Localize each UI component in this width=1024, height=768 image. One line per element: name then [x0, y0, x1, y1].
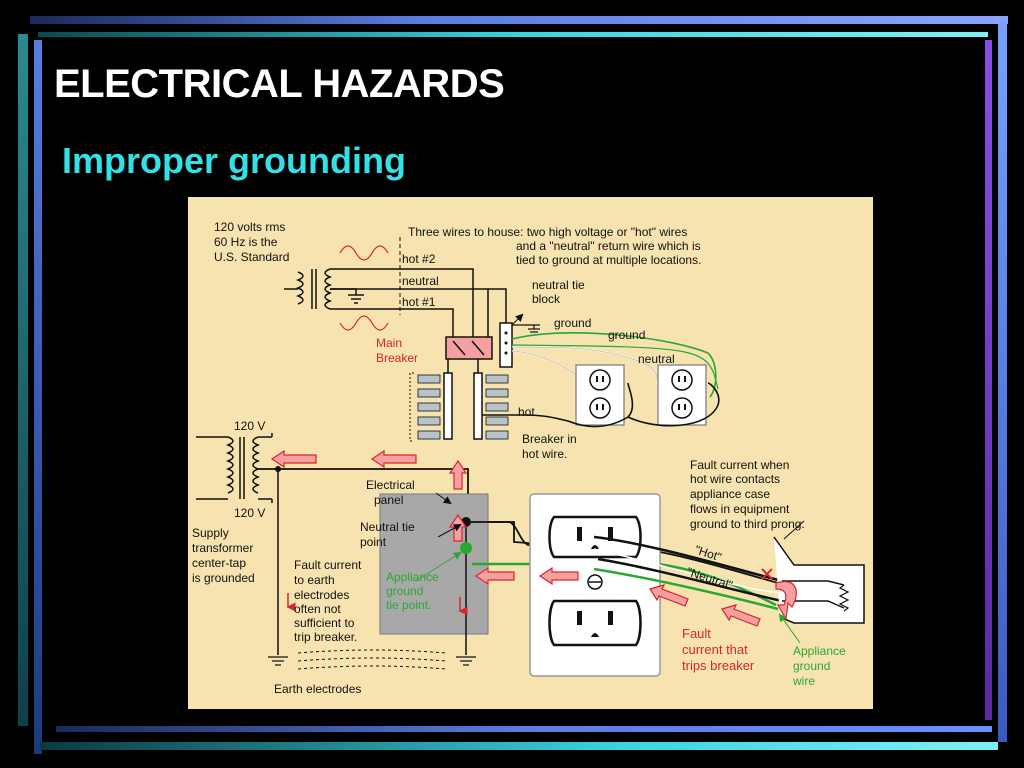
fault-earth-label-3: electrodes	[294, 588, 349, 602]
fault-earth-label-2: to earth	[294, 573, 335, 587]
appliance-ground-tie-point	[460, 542, 472, 554]
fault-trip-label-1: Fault	[682, 626, 711, 641]
breaker-hot-label-1: Breaker in	[522, 432, 577, 446]
voltage-bottom-label: 120 V	[234, 506, 265, 520]
bottom-frame-bar-blue	[56, 726, 992, 732]
app-ground-wire-label-2: ground	[793, 659, 830, 673]
voltage-top-label: 120 V	[234, 419, 265, 433]
house-receptacle-left	[575, 364, 625, 426]
app-ground-wire-label-1: Appliance	[793, 644, 846, 658]
app-ground-tie-label-1: Appliance	[386, 570, 439, 584]
fault-when-label-3: appliance case	[690, 487, 770, 501]
house-branch-wires	[482, 332, 719, 422]
tie-block-label-1: neutral tie	[532, 278, 585, 292]
fault-current-arrows	[270, 449, 797, 627]
std-label-1: 120 volts rms	[214, 220, 285, 234]
fault-when-label-5: ground to third prong.	[690, 517, 805, 531]
top-frame-bar-blue	[30, 16, 1008, 24]
fault-earth-label-1: Fault current	[294, 558, 362, 572]
electrical-panel-icon	[379, 493, 489, 635]
tie-point-label-2: point	[360, 535, 387, 549]
earth-electrodes-label: Earth electrodes	[274, 682, 361, 696]
hot-label: hot	[518, 405, 535, 419]
fault-earth-label-6: trip breaker.	[294, 630, 357, 644]
equipment-ground-wire	[472, 562, 777, 607]
earth-electrodes-icon	[297, 649, 447, 670]
house-transformer-icon	[284, 268, 333, 310]
fault-earth-label-4: often not	[294, 602, 341, 616]
grounding-diagram: 120 volts rms 60 Hz is the U.S. Standard…	[188, 197, 873, 709]
bottom-frame-bar-cyan	[40, 742, 998, 750]
appliance-cord	[593, 535, 783, 611]
service-wires	[330, 268, 507, 345]
branch-breakers-icon	[417, 374, 509, 440]
tie-point-label-1: Neutral tie	[360, 520, 415, 534]
ground-label-1: ground	[554, 316, 591, 330]
resistor-icon	[838, 584, 850, 612]
neutral-label-2: neutral	[638, 352, 675, 366]
fault-contact-icon	[761, 568, 773, 580]
std-label-3: U.S. Standard	[214, 250, 289, 264]
outlet-wall-plate	[529, 493, 661, 677]
right-frame-bar-blue	[998, 22, 1007, 742]
slide-subtitle: Improper grounding	[62, 140, 406, 181]
app-ground-tie-label-2: ground	[386, 584, 423, 598]
fault-when-label-2: hot wire contacts	[690, 472, 780, 486]
supply-label-1: Supply	[192, 526, 229, 540]
breaker-hot-label-2: hot wire.	[522, 447, 567, 461]
wires-desc-3: tied to ground at multiple locations.	[516, 253, 701, 267]
grounding-diagram-svg: 120 volts rms 60 Hz is the U.S. Standard…	[192, 220, 865, 696]
top-frame-bar-cyan	[38, 32, 988, 37]
transformer-ground-icon	[330, 288, 364, 304]
hot1-label: hot #1	[402, 295, 436, 309]
hot1-sine-icon	[339, 315, 389, 331]
main-breaker-label-1: Main	[376, 336, 402, 350]
fault-when-label-1: Fault current when	[690, 458, 789, 472]
wires-desc-2: and a "neutral" return wire which is	[516, 239, 701, 253]
neutral-label: neutral	[402, 274, 439, 288]
tie-block-label-2: block	[532, 292, 561, 306]
fault-trip-label-3: trips breaker	[682, 658, 755, 673]
bus-bar-left	[443, 372, 453, 440]
right-frame-bar-purple	[985, 40, 992, 720]
supply-transformer-icon	[196, 433, 273, 503]
supply-label-2: transformer	[192, 541, 253, 555]
std-label-2: 60 Hz is the	[214, 235, 278, 249]
fault-when-label-4: flows in equipment	[690, 502, 790, 516]
slide-title: ELECTRICAL HAZARDS	[54, 62, 505, 106]
left-frame-bar-teal	[18, 34, 28, 726]
app-ground-wire-label-3: wire	[792, 674, 815, 688]
fault-earth-label-5: sufficient to	[294, 616, 355, 630]
neutral-tie-block-icon	[499, 322, 513, 368]
hot2-sine-icon	[339, 245, 389, 261]
hot2-label: hot #2	[402, 252, 436, 266]
wires-desc-1: Three wires to house: two high voltage o…	[408, 225, 687, 239]
house-receptacle-right	[657, 364, 707, 426]
panel-label-1: Electrical	[366, 478, 415, 492]
ground-label-2: ground	[608, 328, 645, 342]
supply-label-3: center-tap	[192, 556, 246, 570]
main-breaker-label-2: Breaker	[376, 351, 418, 365]
supply-label-4: is grounded	[192, 571, 255, 585]
fault-trip-label-2: current that	[682, 642, 748, 657]
left-frame-bar-blue	[34, 40, 42, 754]
main-breaker-icon	[445, 336, 493, 360]
bus-bar-right	[473, 372, 483, 440]
app-ground-tie-label-3: tie point.	[386, 598, 431, 612]
panel-label-2: panel	[374, 493, 403, 507]
